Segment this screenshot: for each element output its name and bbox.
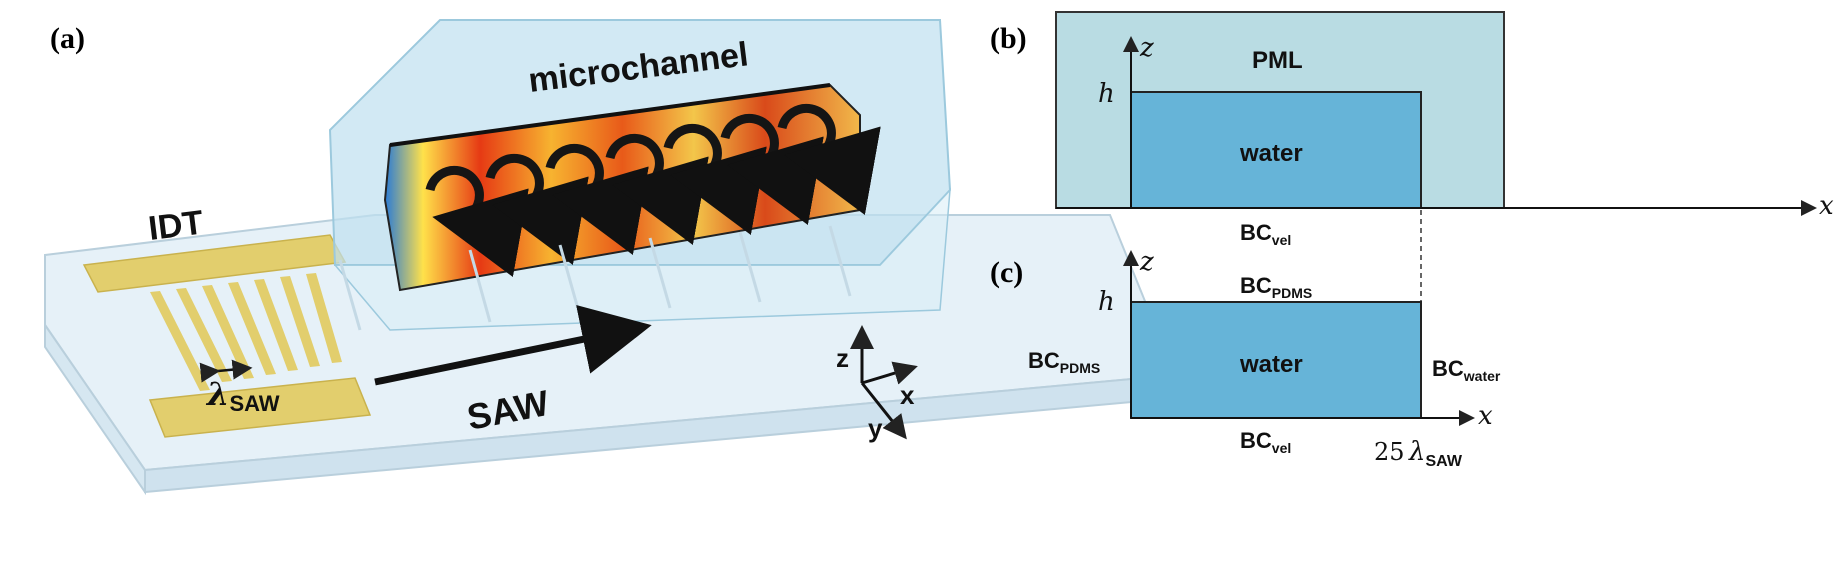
vortex-arrow xyxy=(545,143,649,255)
idt-finger xyxy=(176,288,232,382)
vortex-arrows xyxy=(425,103,881,277)
vortex-arrow xyxy=(663,123,767,235)
axis-x-label-b: x xyxy=(1819,191,1834,221)
idt-electrodes xyxy=(82,234,372,438)
bc-pdms-top-label: BCPDMS xyxy=(1240,273,1312,301)
bc-main: BC xyxy=(1240,428,1272,453)
lambda-symbol: λ xyxy=(205,375,229,413)
lambda-double-arrow xyxy=(199,359,253,383)
domain-length-label: 25 λSAW xyxy=(1374,437,1463,470)
bc-sub: water xyxy=(1463,368,1501,384)
idt-bottom-busbar xyxy=(148,377,372,438)
ridge-line xyxy=(468,249,492,323)
idt-label: IDT xyxy=(146,204,205,248)
substrate-ridges xyxy=(338,225,852,331)
water-label-c: water xyxy=(1239,351,1303,378)
axis-z-label: z xyxy=(836,343,849,373)
idt-finger xyxy=(150,291,210,391)
vortex-arrow xyxy=(485,153,589,265)
idt-finger xyxy=(228,282,276,375)
length-sub: SAW xyxy=(1425,453,1462,470)
idt-finger xyxy=(202,285,254,379)
vortex-arrow xyxy=(777,103,881,215)
panel-a-tag: (a) xyxy=(50,22,85,55)
panel-c-tag: (c) xyxy=(990,256,1023,289)
axis-x-label: x xyxy=(900,380,915,410)
axis-z-label-c: z xyxy=(1139,247,1154,277)
panel-b-tag: (b) xyxy=(990,22,1027,55)
idt-finger xyxy=(280,276,320,367)
ridge-line xyxy=(828,225,852,297)
ridge-line xyxy=(648,237,672,309)
bc-water-right-label: BCwater xyxy=(1432,356,1501,384)
height-label-c: h xyxy=(1098,287,1115,317)
bc-main: BC xyxy=(1432,356,1464,381)
bc-pdms-left-label: BCPDMS xyxy=(1028,348,1100,376)
ridge-line xyxy=(738,231,762,303)
water-label-b: water xyxy=(1239,140,1303,167)
length-number: 25 xyxy=(1374,438,1405,466)
x-axis-line xyxy=(861,361,918,385)
vortex-arrow xyxy=(425,165,529,277)
water-domain-b xyxy=(1130,91,1422,209)
ridge-line xyxy=(558,244,582,317)
height-label-b: h xyxy=(1098,79,1115,109)
substrate-left-edge xyxy=(44,321,146,496)
field-plane-top-edge xyxy=(389,83,831,147)
y-axis-line xyxy=(860,382,907,440)
bc-main: BC xyxy=(1028,348,1060,373)
axis-y-label: y xyxy=(868,413,883,443)
bc-sub: vel xyxy=(1272,440,1291,456)
bc-vel-label-b: BCvel xyxy=(1240,220,1291,248)
bc-sub: PDMS xyxy=(1272,285,1312,301)
vortex-arrow xyxy=(605,133,709,245)
bc-vel-label-c: BCvel xyxy=(1240,428,1291,456)
idt-finger xyxy=(306,273,342,363)
vortex-arrow xyxy=(720,113,824,225)
ridge-line xyxy=(338,259,362,331)
pml-label: PML xyxy=(1252,47,1303,74)
microchannel-front xyxy=(333,187,951,331)
bc-sub: vel xyxy=(1272,232,1291,248)
bc-main: BC xyxy=(1240,273,1272,298)
bc-main: BC xyxy=(1240,220,1272,245)
coordinate-axes-a: z x y xyxy=(836,325,918,443)
panel-c: (c) z x h water BCPDMS BCPDMS BCwater BC… xyxy=(990,247,1501,470)
axis-x-label-c: x xyxy=(1478,401,1493,431)
lambda-saw-label: λSAW xyxy=(205,375,280,416)
saw-direction-arrow xyxy=(374,304,652,386)
idt-finger xyxy=(254,279,298,371)
lambda-subscript: SAW xyxy=(229,391,279,416)
panel-b: (b) z x h PML water BCvel xyxy=(990,11,1834,302)
axis-z-label-b: z xyxy=(1139,33,1154,63)
panel-a: (a) xyxy=(44,19,1177,496)
length-lambda: λ xyxy=(1408,437,1425,467)
bc-sub: PDMS xyxy=(1060,360,1100,376)
